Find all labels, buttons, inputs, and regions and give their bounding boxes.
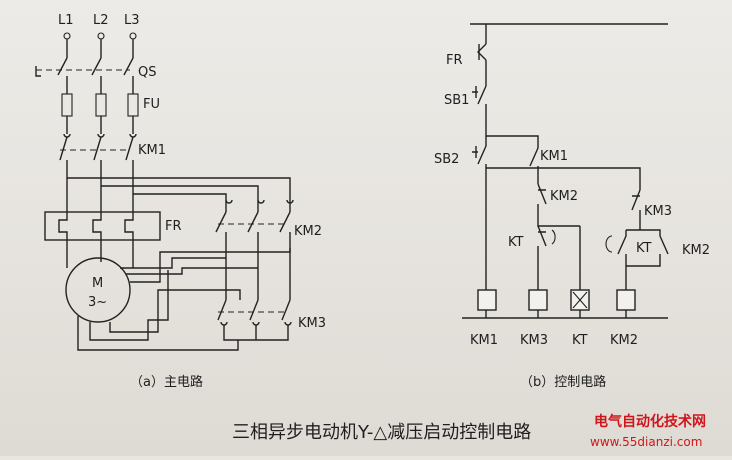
motor [65,257,131,323]
ctrl-km2-label: KM2 [550,189,578,204]
fuse-3 [127,93,139,117]
incoming-lines [66,39,134,58]
km2-feed-lines [67,177,291,200]
coil-kt-mark [572,291,588,309]
km2-side-label: KM2 [682,243,710,258]
ctrl-km1-label: KM1 [540,149,568,164]
coil-label-km3: KM3 [520,333,548,348]
sb2-label: SB2 [434,152,459,167]
qs-handle [35,66,41,77]
ctrl-fr-label: FR [446,53,463,68]
km2-nc-contact [537,183,547,205]
coil-label-km2: KM2 [610,333,638,348]
km2-main-contacts [215,211,291,233]
km3-label: KM3 [298,316,326,331]
motor-spec: 3~ [88,295,107,310]
kt-nc-contact [537,225,547,247]
qs-label: QS [138,65,156,80]
watermark-line1: 电气自动化技术网 [594,413,706,430]
control-circuit: FR SB1 SB2 KM1 KM2 KT KM3 KT KM2 [434,23,710,390]
km2-label: KM2 [294,224,322,239]
fr-label: FR [165,219,182,234]
sb1-button [472,85,487,105]
sb2-button [472,145,487,165]
ctrl-km3-label: KM3 [644,204,672,219]
km2-aux-contact [626,235,669,267]
sb1-label: SB1 [444,93,469,108]
diagram-title: 三相异步电动机Y-△减压启动控制电路 [232,422,531,443]
kt-contact-label-a: KT [508,235,524,250]
terminal-l3 [129,32,137,40]
main-circuit-caption: （a）主电路 [130,374,203,390]
km1-aux-contact [529,147,539,168]
coil-km2 [616,289,636,311]
coil-km3 [528,289,548,311]
phase-label-l2: L2 [93,13,109,28]
fu-label: FU [143,97,160,112]
fr-box [44,211,161,241]
fr-nc-contact [477,43,487,61]
phase-label-l3: L3 [124,13,140,28]
qs-blades [57,57,134,76]
km1-main-contacts [59,136,134,161]
coil-km1 [477,289,497,311]
km3-star-point [223,325,289,341]
watermark-line2: www.55dianzi.com [590,435,702,449]
phase-label-l1: L1 [58,13,74,28]
main-circuit: L1 L2 L3 QS FU KM1 FR [35,13,326,390]
coil-label-kt: KT [572,333,588,348]
terminal-l2 [97,32,105,40]
terminal-l1 [63,32,71,40]
fr-heaters [58,212,134,240]
kt-no-contact [617,230,627,260]
km3-main-contacts [217,299,291,321]
km1-arcs [63,133,137,138]
fuse-2 [95,93,107,117]
fuse-1 [61,93,73,117]
coil-label-km1: KM1 [470,333,498,348]
km3-nc-contact [631,189,641,211]
kt-contact-label-b: KT [636,241,652,256]
control-circuit-caption: （b）控制电路 [520,374,606,390]
motor-letter: M [92,276,103,291]
km1-label: KM1 [138,143,166,158]
